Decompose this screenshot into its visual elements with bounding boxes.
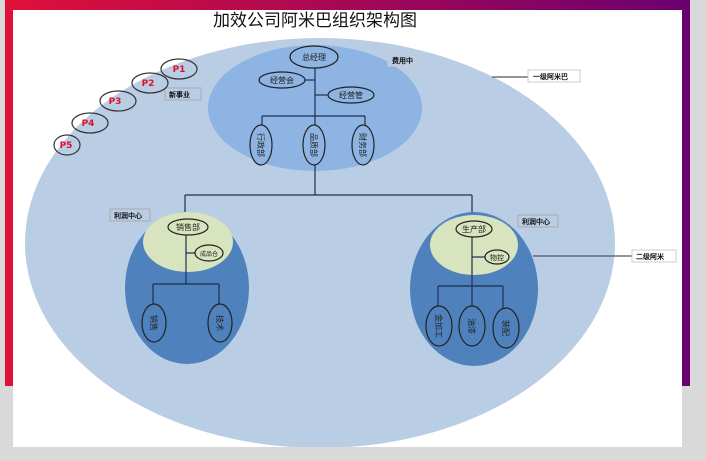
management-node[interactable]: 经营管: [327, 86, 375, 104]
svg-text:二级阿米: 二级阿米: [636, 252, 665, 261]
dept-admin-node[interactable]: 行政部: [249, 124, 273, 166]
svg-text:经营管: 经营管: [339, 90, 363, 100]
project-p2[interactable]: P2: [131, 72, 169, 94]
svg-text:技术: 技术: [215, 315, 225, 331]
dept-finance-node[interactable]: 财务部: [351, 124, 375, 166]
painting-node[interactable]: 油漆: [458, 305, 486, 347]
project-p4[interactable]: P4: [71, 112, 109, 134]
svg-text:油漆: 油漆: [467, 318, 477, 334]
sales-node[interactable]: 销售: [141, 303, 167, 343]
cost-center-label: 费用中: [387, 53, 423, 67]
level2-label: 二级阿米: [631, 249, 677, 263]
svg-text:销售: 销售: [149, 315, 159, 331]
production-dept-node[interactable]: 生产部: [455, 220, 493, 238]
svg-text:行政部: 行政部: [256, 133, 266, 157]
svg-text:经营会: 经营会: [270, 75, 294, 85]
svg-text:新事业: 新事业: [169, 90, 190, 99]
svg-text:财务部: 财务部: [358, 133, 368, 157]
project-p5[interactable]: P5: [53, 134, 81, 156]
page-title: 加效公司阿米巴组织架构图: [213, 11, 417, 31]
svg-text:P1: P1: [173, 65, 186, 75]
svg-text:费用中: 费用中: [392, 56, 413, 65]
project-p3[interactable]: P3: [99, 90, 137, 112]
svg-text:金加工: 金加工: [434, 314, 444, 338]
svg-text:成品仓: 成品仓: [200, 250, 218, 258]
material-control-node[interactable]: 物控: [484, 249, 510, 265]
svg-text:利润中心: 利润中心: [522, 217, 550, 226]
profit-center-right-label: 利润中心: [517, 214, 559, 228]
new-business-label: 新事业: [164, 87, 202, 101]
tech-node[interactable]: 技术: [207, 303, 233, 343]
svg-text:总经理: 总经理: [302, 52, 326, 62]
profit-center-left-label: 利润中心: [109, 208, 151, 222]
ceo-node[interactable]: 总经理: [289, 45, 339, 69]
metalwork-node[interactable]: 金加工: [425, 305, 453, 347]
svg-text:P4: P4: [82, 119, 95, 129]
svg-text:P3: P3: [109, 97, 122, 107]
svg-text:销售部: 销售部: [176, 222, 200, 232]
svg-text:一级阿米巴: 一级阿米巴: [533, 72, 568, 81]
sales-dept-node[interactable]: 销售部: [167, 218, 209, 236]
level1-label: 一级阿米巴: [527, 69, 581, 83]
warehouse-node[interactable]: 成品仓: [194, 244, 224, 262]
project-p1[interactable]: P1: [160, 58, 198, 80]
svg-text:P2: P2: [142, 79, 155, 89]
meeting-node[interactable]: 经营会: [258, 71, 306, 89]
dept-quality-node[interactable]: 品质部: [302, 124, 326, 166]
svg-text:P5: P5: [60, 141, 73, 151]
svg-text:装配: 装配: [501, 320, 511, 336]
assembly-node[interactable]: 装配: [492, 307, 520, 349]
svg-text:品质部: 品质部: [309, 133, 319, 157]
svg-text:生产部: 生产部: [462, 224, 486, 234]
svg-text:利润中心: 利润中心: [114, 211, 142, 220]
svg-text:物控: 物控: [490, 253, 504, 262]
